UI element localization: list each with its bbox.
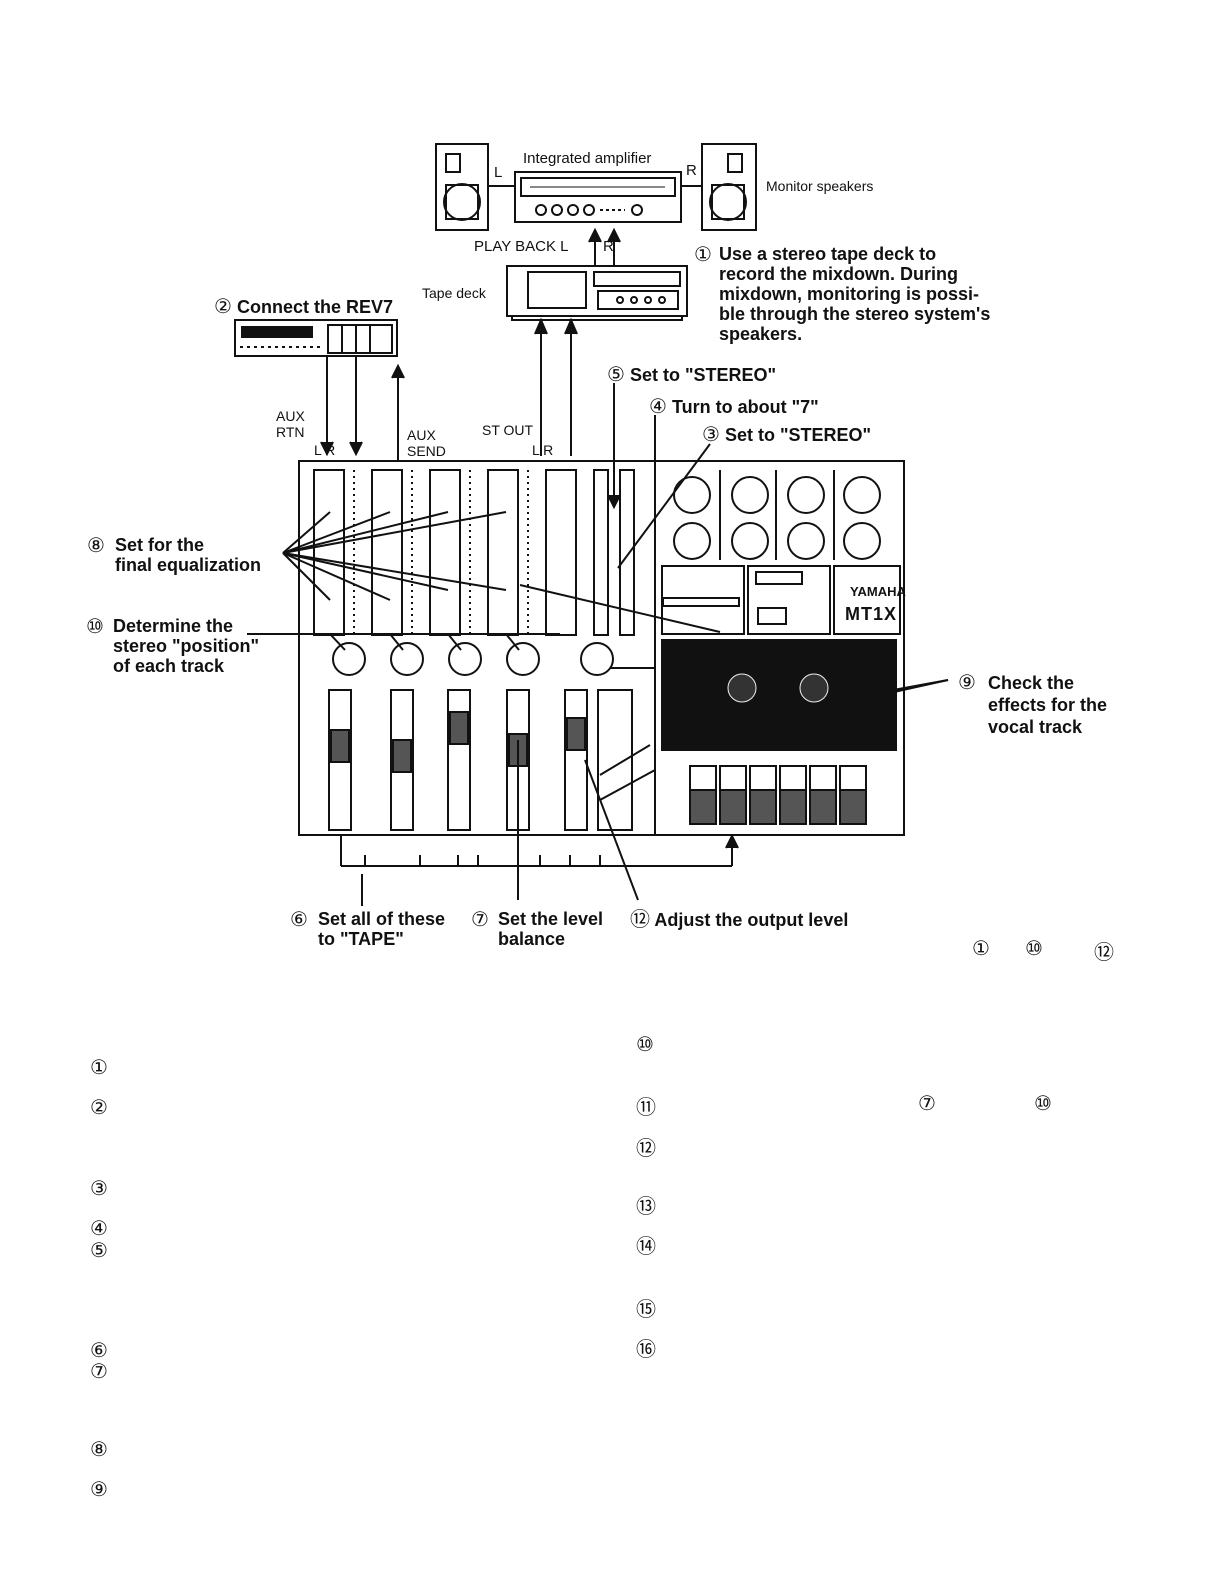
tape-select-lines <box>340 740 739 906</box>
list-item: ③ <box>90 1176 108 1200</box>
callout-6: ⑥ <box>290 909 308 930</box>
callout-12: ⑫ Adjust the output level <box>630 909 848 930</box>
callout-10: ⑩ <box>86 616 104 637</box>
list-item: ② <box>90 1095 108 1119</box>
tape-deck <box>506 265 688 321</box>
callout-4-text: Turn to about "7" <box>671 397 819 417</box>
st-out-label: ST OUT <box>482 422 534 438</box>
callout-1-text: Use a stereo tape deck to record the mix… <box>719 244 991 344</box>
amp-left-label: L <box>494 164 503 181</box>
list-item: ⑨ <box>90 1477 108 1501</box>
callout-3: ③ Set to "STEREO" <box>702 424 871 445</box>
list-item: ⑦ <box>90 1359 108 1383</box>
list-item: ⑫ <box>636 1136 656 1160</box>
callout-7: ⑦ <box>471 909 489 930</box>
left-speaker <box>435 143 489 231</box>
amplifier-label: Integrated amplifier <box>523 150 652 167</box>
callout-2-number: ② <box>214 294 232 318</box>
callout-6-text: Set all of these to "TAPE" <box>318 909 446 949</box>
ref-12: ⑫ <box>1094 940 1114 964</box>
list-item: ⑪ <box>636 1095 656 1119</box>
list-item: ① <box>90 1055 108 1079</box>
callout-10-number: ⑩ <box>86 614 104 638</box>
aux-rtn-label: AUX RTN <box>276 408 305 440</box>
callout-6-number: ⑥ <box>290 907 308 931</box>
brand-label: YAMAHA <box>850 584 906 599</box>
callout-12-number: ⑫ <box>630 907 650 931</box>
callout-3-text: Set to "STEREO" <box>724 425 872 445</box>
callout-4: ④ Turn to about "7" <box>649 396 819 417</box>
callout-8-text: Set for the final equalization <box>115 535 262 575</box>
eq-arrows <box>282 511 507 601</box>
list-item: ⑬ <box>636 1194 656 1218</box>
list-item: ⑥ <box>90 1338 108 1362</box>
monitor-label: Monitor speakers <box>766 178 874 194</box>
list-item: ⑤ <box>90 1238 108 1262</box>
callout-9: ⑨ <box>958 672 976 693</box>
rev7-unit <box>234 319 398 357</box>
list-item: ⑮ <box>636 1297 656 1321</box>
playback-right-label: R <box>603 238 614 255</box>
inline-ref-7: ⑦ <box>918 1091 936 1115</box>
right-speaker <box>701 143 757 231</box>
callout-7-number: ⑦ <box>471 907 489 931</box>
playback-label: PLAY BACK L <box>474 238 569 255</box>
aux-rtn-lr-label: L R <box>314 442 336 458</box>
list-item: ⑩ <box>636 1032 654 1056</box>
callout-5-text: Set to "STEREO" <box>629 365 777 385</box>
list-item: ⑯ <box>636 1337 656 1361</box>
aux-send-label: AUX SEND <box>407 427 446 459</box>
list-item: ⑧ <box>90 1437 108 1461</box>
amp-right-label: R <box>686 162 697 179</box>
callout-9-text: Check the effects for the vocal track <box>988 673 1108 737</box>
ref-1: ① <box>972 936 990 960</box>
callout-8-number: ⑧ <box>87 533 105 557</box>
st-out-lr-label: L R <box>532 442 554 458</box>
ref-10: ⑩ <box>1025 936 1043 960</box>
callout-2: ② Connect the REV7 <box>214 296 393 317</box>
callout-1: ① <box>694 244 712 265</box>
model-label: MT1X <box>845 604 898 624</box>
callout-1-number: ① <box>694 242 712 266</box>
callout-7-text: Set the level balance <box>498 909 604 949</box>
callout-10-text: Determine the stereo "position" of each … <box>113 616 260 676</box>
inline-ref-10: ⑩ <box>1034 1091 1052 1115</box>
callout-9-number: ⑨ <box>958 670 976 694</box>
callout-2-text: Connect the REV7 <box>236 297 393 317</box>
callout-5-number: ⑤ <box>607 362 625 386</box>
list-item: ④ <box>90 1216 108 1240</box>
pan-arrows <box>247 633 560 651</box>
callout-5: ⑤ Set to "STEREO" <box>607 364 776 385</box>
tape-deck-label: Tape deck <box>422 285 486 301</box>
callout-4-number: ④ <box>649 394 667 418</box>
integrated-amplifier <box>514 171 682 223</box>
callout-3-number: ③ <box>702 422 720 446</box>
callout-8: ⑧ <box>87 535 105 556</box>
list-item: ⑭ <box>636 1234 656 1258</box>
mixer-body <box>298 460 905 836</box>
callout-12-text: Adjust the output level <box>654 910 849 930</box>
